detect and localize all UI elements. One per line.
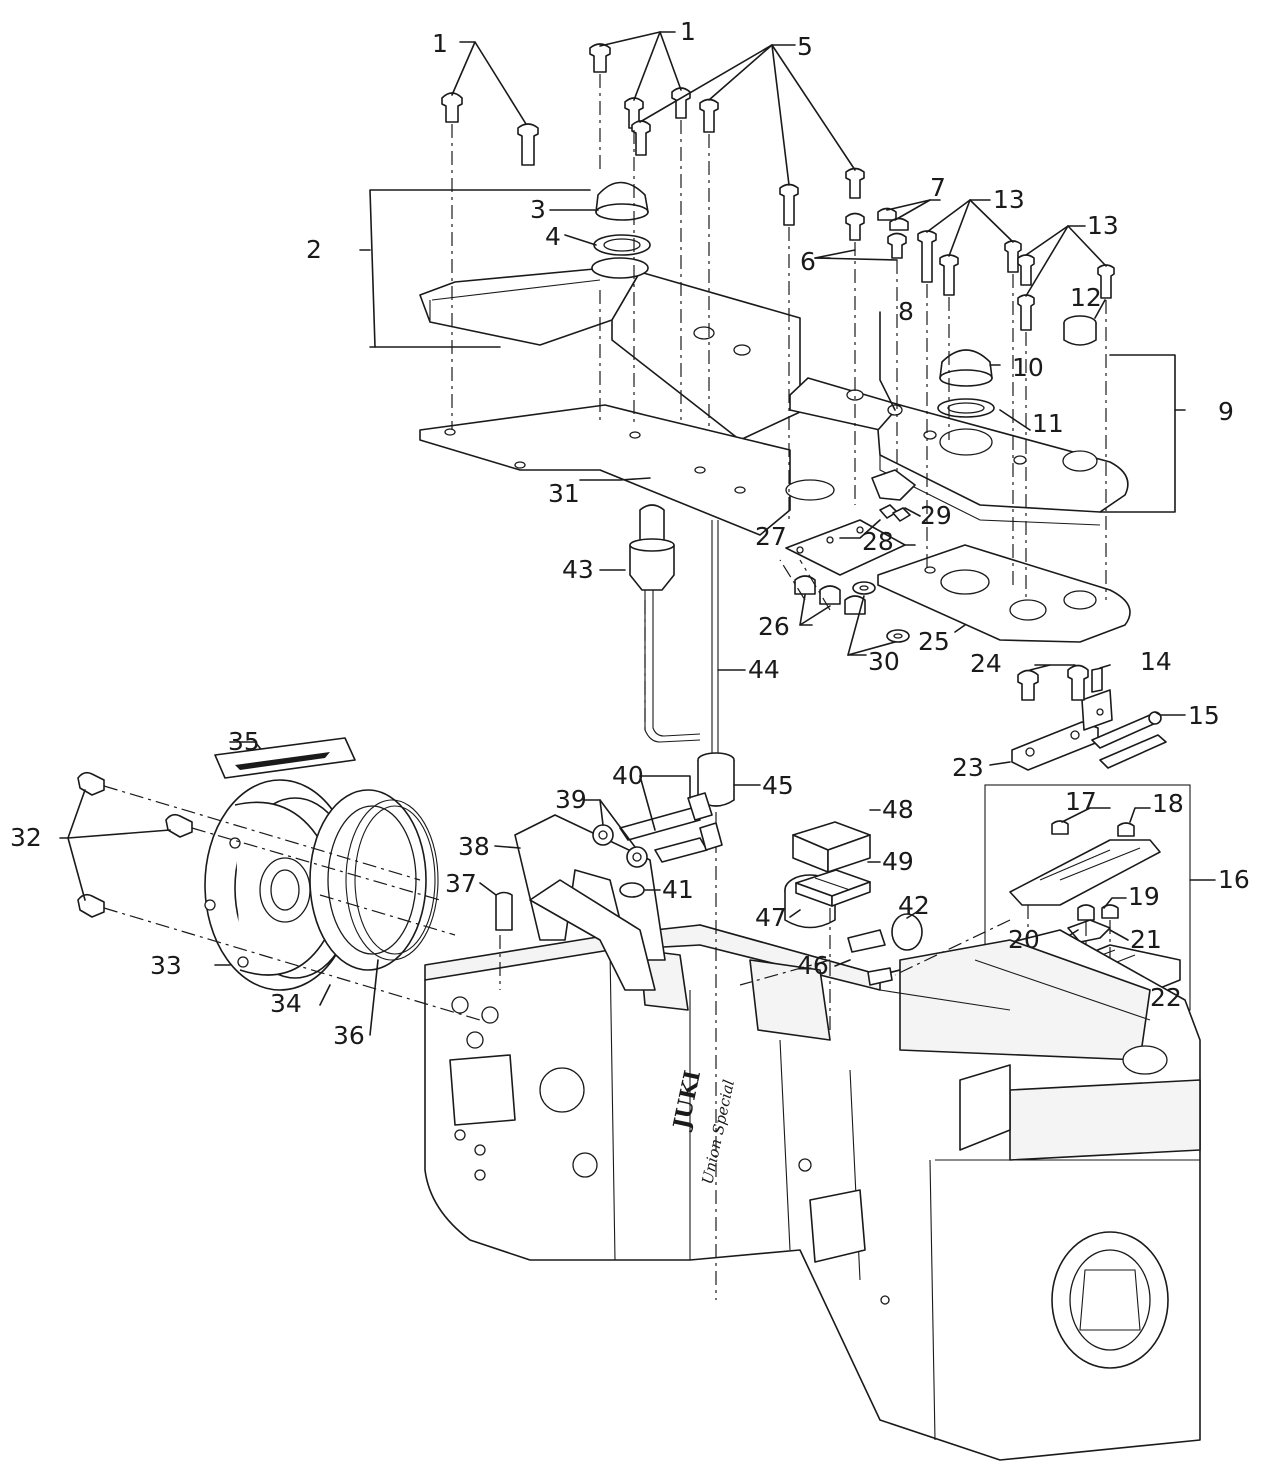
alignment-lines-top	[451, 74, 1107, 600]
callout-36: 36	[333, 1021, 365, 1050]
gasket-31	[419, 404, 835, 536]
oil-sight-gauge-3	[591, 181, 651, 279]
callout-11: 11	[1032, 409, 1064, 438]
callout-13b: 13	[1087, 211, 1119, 240]
callout-5: 5	[797, 32, 813, 61]
callout-29: 29	[920, 501, 952, 530]
callout-35: 35	[228, 727, 260, 756]
callout-13: 13	[993, 185, 1025, 214]
callout-38: 38	[458, 832, 490, 861]
oil-pump-43	[599, 504, 701, 743]
callout-33: 33	[150, 951, 182, 980]
callout-12: 12	[1070, 283, 1102, 312]
callout-3: 3	[530, 195, 546, 224]
callout-17: 17	[1065, 787, 1097, 816]
callout-43: 43	[562, 555, 594, 584]
cap-12	[1063, 315, 1097, 346]
callout-26: 26	[758, 612, 790, 641]
callout-19: 19	[1128, 882, 1160, 911]
leaders-bed	[479, 845, 921, 967]
callout-37: 37	[445, 869, 477, 898]
callout-15: 15	[1188, 701, 1220, 730]
guide-bracket-23	[989, 689, 1113, 771]
callout-18: 18	[1152, 789, 1184, 818]
callout-14: 14	[1140, 647, 1172, 676]
oil-wick-assembly	[779, 469, 916, 643]
callout-labels: 1 1 2 3 4 5 6 7 8 9 10 11 12 13 13 14 15…	[10, 17, 1250, 1050]
callout-40: 40	[612, 761, 644, 790]
callout-6: 6	[800, 247, 816, 276]
bolts-39-40	[584, 775, 723, 898]
callout-48: 48	[882, 795, 914, 824]
callout-2: 2	[306, 235, 322, 264]
callout-32: 32	[10, 823, 42, 852]
callout-8: 8	[898, 297, 914, 326]
callout-1: 1	[432, 29, 448, 58]
screws-24	[1017, 664, 1111, 701]
callout-28: 28	[862, 527, 894, 556]
callout-24: 24	[970, 649, 1002, 678]
callout-4: 4	[545, 222, 561, 251]
callout-1b: 1	[680, 17, 696, 46]
oil-sight-gauge-10	[937, 349, 995, 418]
callout-leaders-top	[359, 31, 1186, 513]
bed-top-parts	[495, 600, 1011, 1300]
callout-45: 45	[762, 771, 794, 800]
callout-47: 47	[755, 903, 787, 932]
callout-27: 27	[755, 522, 787, 551]
callout-23: 23	[952, 753, 984, 782]
gasket-34	[309, 789, 427, 1006]
callout-20: 20	[1008, 925, 1040, 954]
callout-41: 41	[662, 875, 694, 904]
top-cover-plate	[419, 267, 1129, 526]
pads-48-49	[792, 809, 881, 907]
callout-30: 30	[868, 647, 900, 676]
machine-bed: JUKI Union Special	[424, 924, 1201, 1461]
oil-leaders-mid	[799, 507, 966, 656]
callout-21: 21	[1130, 925, 1162, 954]
screws-32	[59, 771, 193, 918]
label-plate-35	[214, 737, 356, 779]
callout-44: 44	[748, 655, 780, 684]
gasket-25	[877, 544, 1131, 643]
callout-16: 16	[1218, 865, 1250, 894]
oil-tube-44	[711, 520, 746, 760]
callout-22: 22	[1150, 983, 1182, 1012]
callout-49: 49	[882, 847, 914, 876]
callout-7: 7	[930, 173, 946, 202]
callout-10: 10	[1012, 353, 1044, 382]
callout-39: 39	[555, 785, 587, 814]
callout-42: 42	[898, 891, 930, 920]
o-ring-36	[345, 799, 439, 1036]
oil-filter-45	[697, 752, 761, 807]
link-15	[1091, 711, 1186, 769]
callout-31: 31	[548, 479, 580, 508]
callout-34: 34	[270, 989, 302, 1018]
alignment-lines-left	[103, 785, 481, 1021]
callout-25: 25	[918, 627, 950, 656]
callout-46: 46	[797, 951, 829, 980]
callout-9: 9	[1218, 397, 1234, 426]
